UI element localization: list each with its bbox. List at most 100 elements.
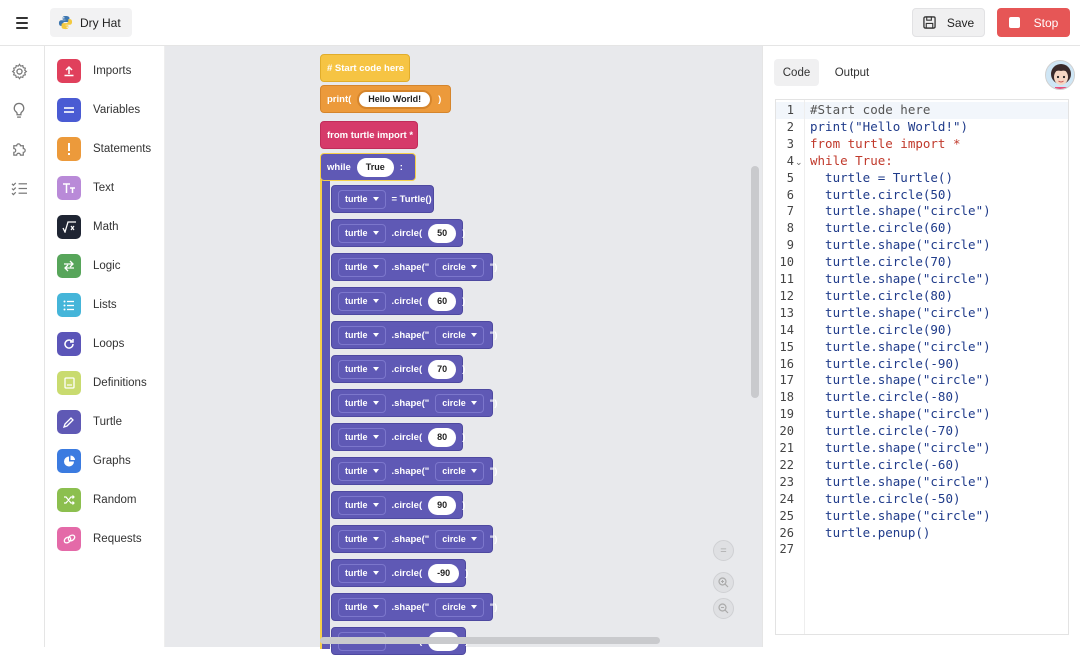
chevron-down-icon (372, 503, 379, 507)
turtle-shape-block[interactable]: turtle.shape("circle") (331, 457, 497, 485)
assign-block[interactable]: turtle = Turtle() (331, 185, 434, 213)
category-graphs[interactable]: Graphs (57, 449, 131, 473)
sqrt-icon (57, 215, 81, 239)
category-lists[interactable]: Lists (57, 293, 117, 317)
shape-value: circle (442, 330, 466, 340)
zoom-in-icon[interactable] (713, 572, 734, 593)
shape-dropdown[interactable]: circle (435, 597, 484, 617)
print-block[interactable]: print( Hello World! ) (320, 85, 451, 113)
turtle-circle-block[interactable]: turtle.circle(80) (331, 423, 465, 451)
category-requests[interactable]: Requests (57, 527, 142, 551)
import-block[interactable]: from turtle import * (320, 121, 418, 149)
variable-dropdown[interactable]: turtle (338, 223, 386, 243)
variable-name: turtle (345, 466, 368, 476)
while-block[interactable]: while True : (320, 153, 416, 181)
variable-dropdown[interactable]: turtle (338, 427, 386, 447)
variable-name: turtle (345, 432, 368, 442)
circle-radius-input[interactable]: 60 (428, 291, 457, 311)
turtle-shape-block[interactable]: turtle.shape("circle") (331, 593, 497, 621)
category-random[interactable]: Random (57, 488, 136, 512)
turtle-shape-block[interactable]: turtle.shape("circle") (331, 389, 497, 417)
variable-dropdown[interactable]: turtle (338, 393, 386, 413)
print-string: Hello World! (368, 94, 422, 104)
workspace-horizontal-scrollbar[interactable] (320, 637, 660, 644)
turtle-shape-block[interactable]: turtle.shape("circle") (331, 525, 497, 553)
category-logic[interactable]: Logic (57, 254, 121, 278)
save-button[interactable]: Save (912, 8, 985, 37)
category-variables[interactable]: Variables (57, 98, 140, 122)
turtle-circle-block[interactable]: turtle.circle(50) (331, 219, 465, 247)
avatar[interactable] (1045, 60, 1075, 90)
chevron-down-icon (470, 537, 477, 541)
lightbulb-icon[interactable] (10, 101, 28, 119)
puzzle-icon[interactable] (10, 140, 28, 158)
comment-block[interactable]: # Start code here (320, 54, 410, 82)
variable-dropdown[interactable]: turtle (338, 257, 386, 277)
print-string-input[interactable]: Hello World! (357, 89, 433, 109)
circle-label: .circle( (391, 363, 423, 375)
project-name-chip[interactable]: Dry Hat (50, 8, 132, 37)
code-line: turtle.shape("circle") (810, 440, 991, 455)
turtle-circle-block[interactable]: turtle.circle(60) (331, 287, 465, 315)
shape-dropdown[interactable]: circle (435, 529, 484, 549)
turtle-shape-block[interactable]: turtle.shape("circle") (331, 321, 497, 349)
category-label: Imports (93, 65, 132, 77)
turtle-circle-block[interactable]: turtle.circle(70) (331, 355, 465, 383)
code-line: turtle.circle(70) (810, 254, 953, 270)
shape-dropdown[interactable]: circle (435, 461, 484, 481)
variable-dropdown[interactable]: turtle (338, 563, 386, 583)
shape-dropdown[interactable]: circle (435, 393, 484, 413)
hamburger-menu-icon[interactable] (12, 12, 34, 34)
gear-icon[interactable] (10, 62, 28, 80)
turtle-circle-block[interactable]: turtle.circle(90) (331, 491, 465, 519)
variable-dropdown[interactable]: turtle (338, 359, 386, 379)
category-math[interactable]: Math (57, 215, 119, 239)
zoom-out-icon[interactable] (713, 598, 734, 619)
category-imports[interactable]: Imports (57, 59, 131, 83)
variable-dropdown[interactable]: turtle (338, 189, 386, 209)
line-number: 18 (779, 390, 794, 405)
line-number: 21 (779, 441, 794, 455)
circle-radius-input[interactable]: 50 (428, 223, 457, 243)
shape-dropdown[interactable]: circle (435, 257, 484, 277)
category-statements[interactable]: Statements (57, 137, 151, 161)
while-block-arm[interactable] (320, 179, 330, 649)
workspace-vertical-scrollbar[interactable] (751, 166, 759, 398)
circle-radius-input[interactable]: -90 (428, 563, 460, 583)
stop-button[interactable]: Stop (997, 8, 1070, 37)
variable-dropdown[interactable]: turtle (338, 325, 386, 345)
turtle-shape-block[interactable]: turtle.shape("circle") (331, 253, 497, 281)
category-loops[interactable]: Loops (57, 332, 124, 356)
fold-arrow-icon[interactable]: ⌄ (795, 157, 803, 167)
code-line: turtle.penup() (810, 524, 931, 540)
circle-radius-input[interactable]: 90 (428, 495, 457, 515)
category-definitions[interactable]: Definitions (57, 371, 147, 395)
checklist-icon[interactable] (10, 179, 28, 197)
category-text[interactable]: Text (57, 176, 114, 200)
swap-icon (57, 254, 81, 278)
category-turtle[interactable]: Turtle (57, 410, 122, 434)
exclamation-icon (57, 137, 81, 161)
variable-dropdown[interactable]: turtle (338, 291, 386, 311)
variable-dropdown[interactable]: turtle (338, 495, 386, 515)
circle-radius-input[interactable]: 70 (428, 359, 457, 379)
chevron-down-icon (372, 299, 379, 303)
circle-radius-input[interactable]: 80 (428, 427, 457, 447)
shape-dropdown[interactable]: circle (435, 325, 484, 345)
variable-dropdown[interactable]: turtle (338, 461, 386, 481)
circle-label: .circle( (391, 567, 423, 579)
code-line: turtle.shape("circle") (810, 338, 991, 354)
variable-name: turtle (345, 500, 368, 510)
variable-name: turtle (345, 262, 368, 272)
tab-code[interactable]: Code (774, 59, 819, 86)
turtle-circle-block[interactable]: turtle.circle(-90) (331, 559, 468, 587)
while-condition-input[interactable]: True (356, 157, 394, 177)
code-line: turtle.circle(-70) (810, 423, 961, 439)
variable-dropdown[interactable]: turtle (338, 529, 386, 549)
tab-output[interactable]: Output (827, 59, 877, 86)
reset-zoom-icon[interactable]: = (713, 540, 734, 561)
pie-icon (57, 449, 81, 473)
line-number: 27 (779, 542, 794, 557)
variable-dropdown[interactable]: turtle (338, 597, 386, 617)
